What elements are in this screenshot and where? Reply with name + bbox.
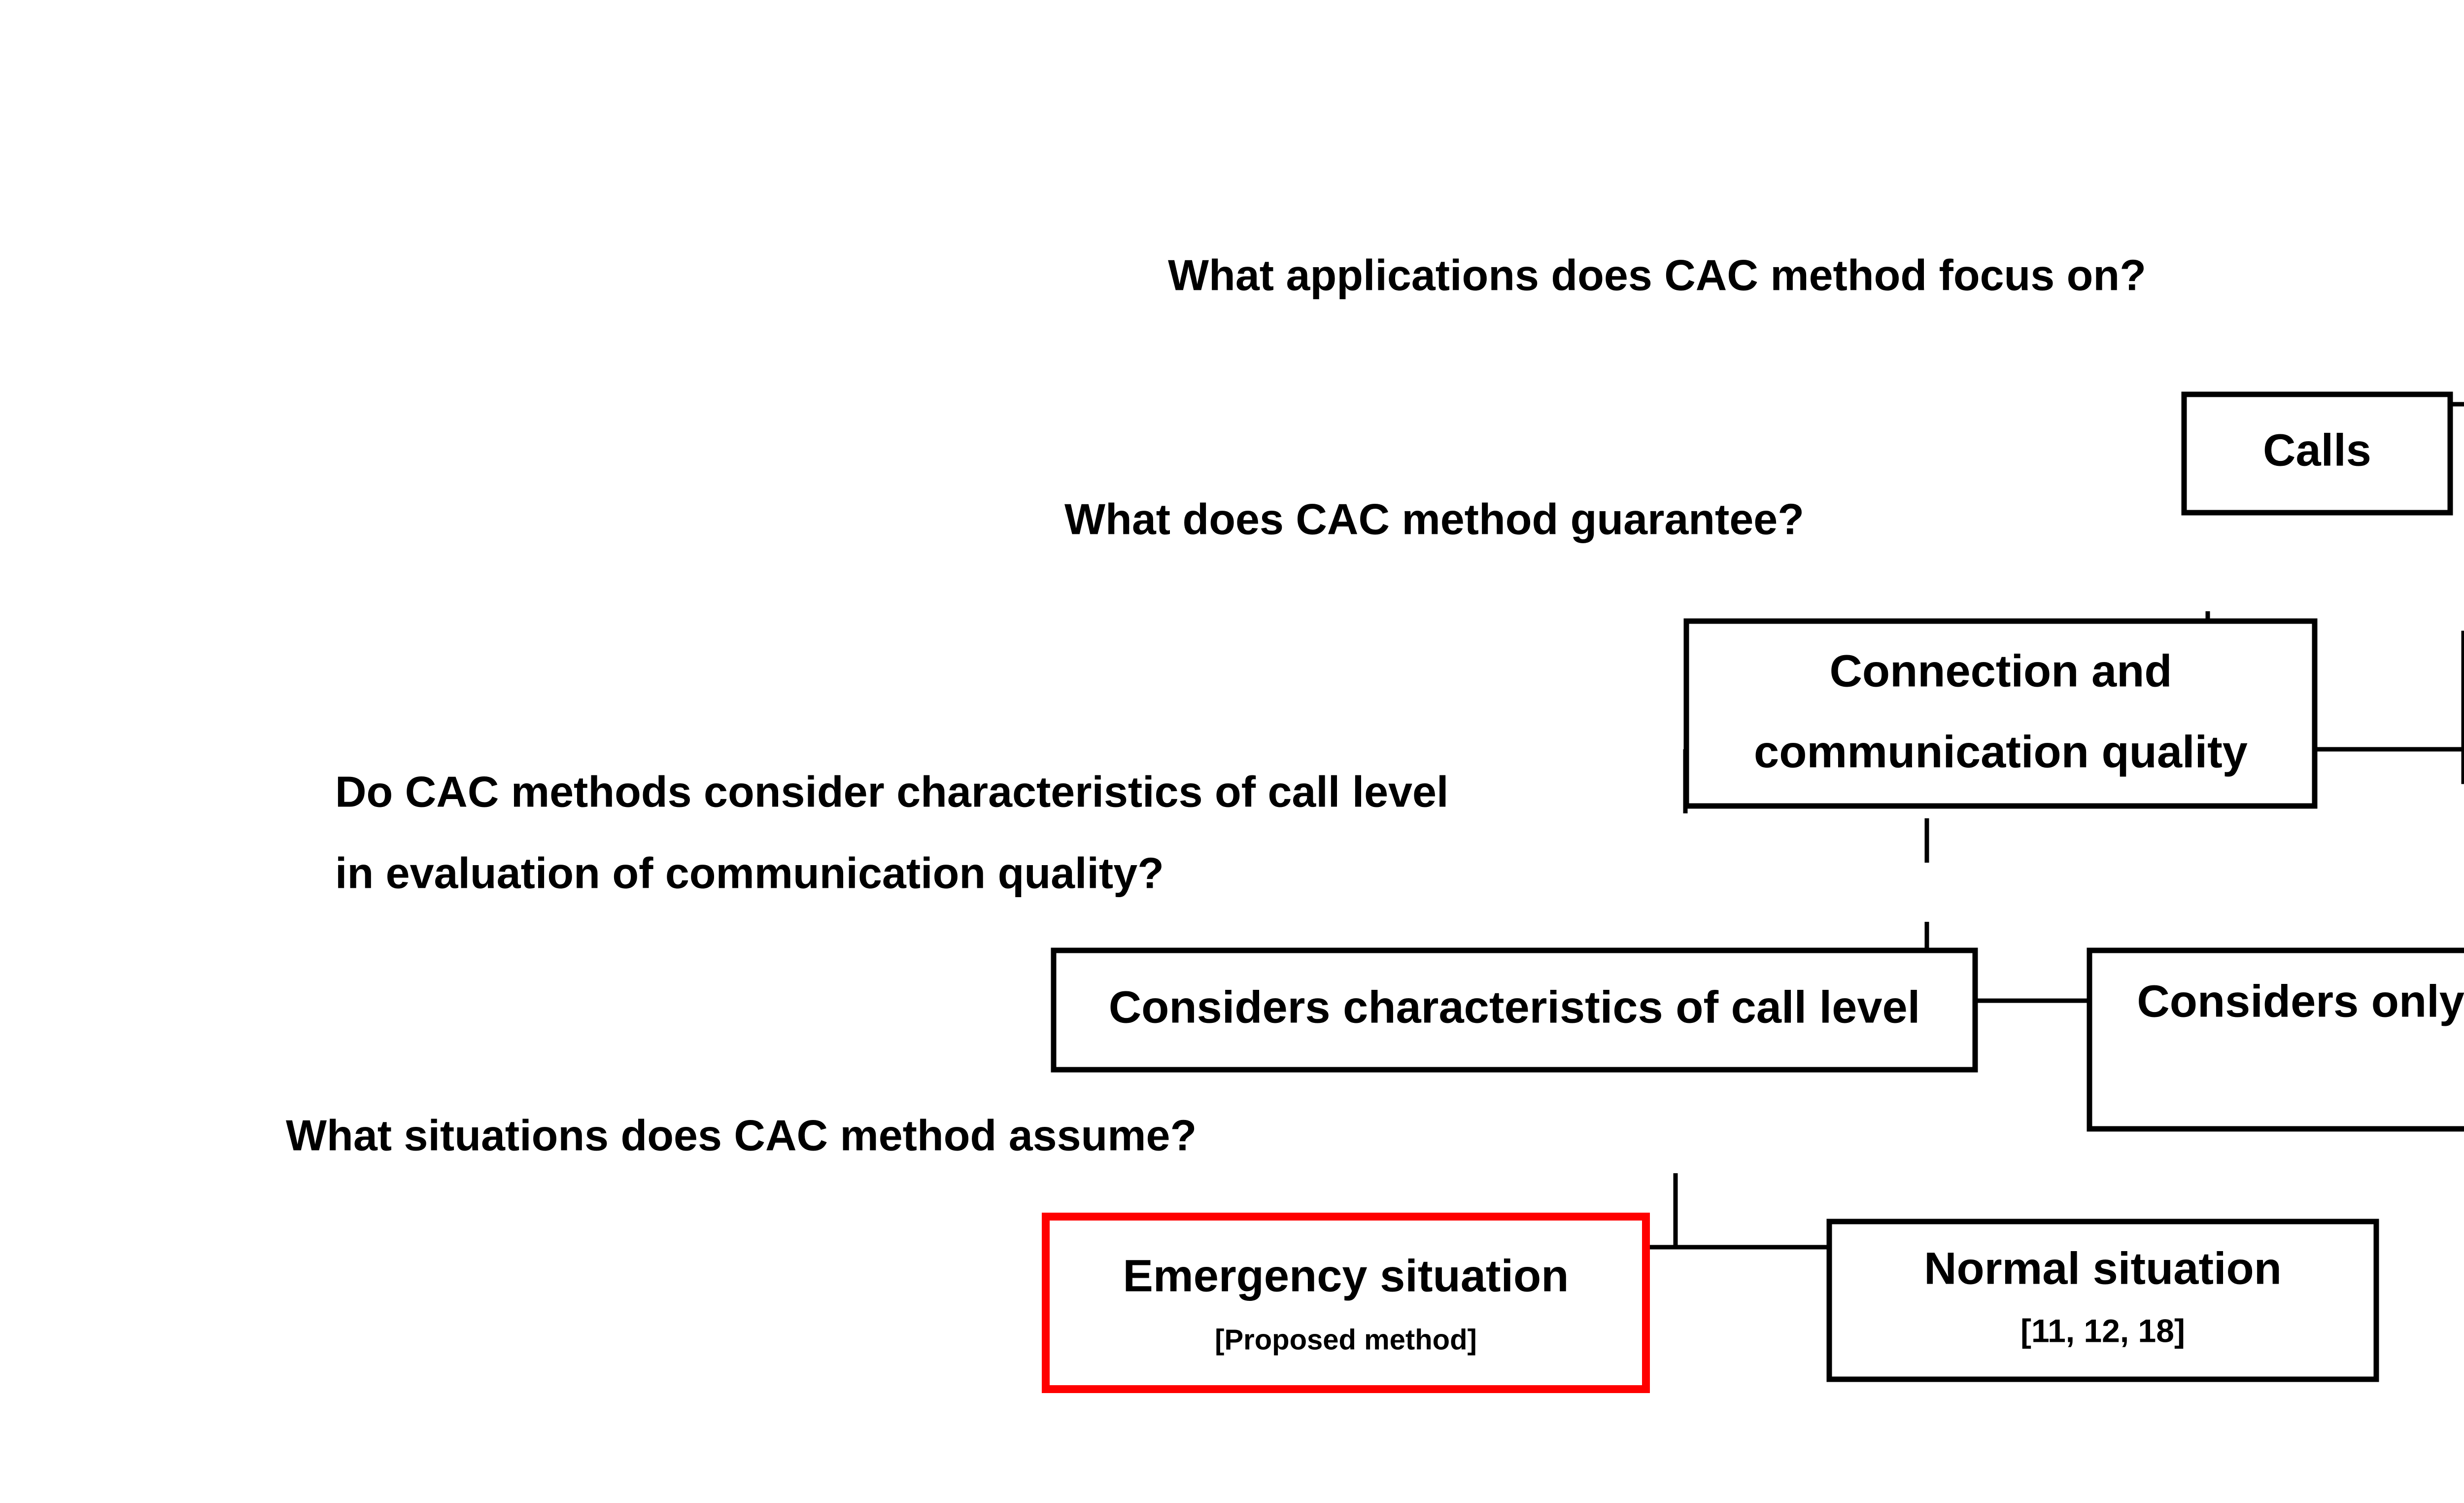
node-emergency-situation[interactable]: Emergency situation [Proposed method] [1042,1213,1650,1393]
node-considers-call-level-box[interactable] [1051,947,1978,1073]
question-label-situations: What situations does CAC method assume? [286,1111,1197,1159]
question-label-characteristics-line1: Do CAC methods consider characteristics … [335,767,1448,816]
node-emergency-situation-refs: [Proposed method] [1215,1324,1477,1356]
node-considers-packet-level[interactable]: Considers only characteristics of packet… [2087,947,2464,1132]
node-considers-call-level[interactable]: Considers characteristics of call level [1051,947,1978,1073]
node-calls-box[interactable] [2181,391,2453,516]
node-connection-and-communication-quality[interactable]: Connection and communication quality [1683,618,2318,809]
node-emergency-situation-label: Emergency situation [1123,1251,1569,1301]
node-connection-and-communication-quality-box[interactable] [1683,618,2318,809]
node-calls[interactable]: Calls [2181,391,2453,516]
node-normal-situation-box[interactable] [1826,1219,2379,1382]
node-normal-situation-refs: [11, 12, 18] [2020,1312,2185,1349]
node-normal-situation-label: Normal situation [1924,1243,2282,1293]
node-connection-and-communication-quality-label-line1: Connection and [1829,646,2172,696]
node-emergency-situation-box[interactable] [1042,1213,1650,1393]
node-considers-packet-level-label: Considers only characteristics of packet… [2137,976,2464,1026]
node-calls-label: Calls [2263,425,2371,475]
node-considers-packet-level-box[interactable] [2087,947,2464,1132]
node-connection-and-communication-quality-label-line2: communication quality [1754,727,2248,777]
question-label-guarantee: What does CAC method guarantee? [1064,494,1804,543]
question-label-characteristics-line2: in evaluation of communication quality? [335,848,1164,897]
node-considers-call-level-label: Considers characteristics of call level [1109,982,1920,1032]
node-normal-situation[interactable]: Normal situation [11, 12, 18] [1826,1219,2379,1382]
question-label-applications: What applications does CAC method focus … [1168,250,2146,299]
